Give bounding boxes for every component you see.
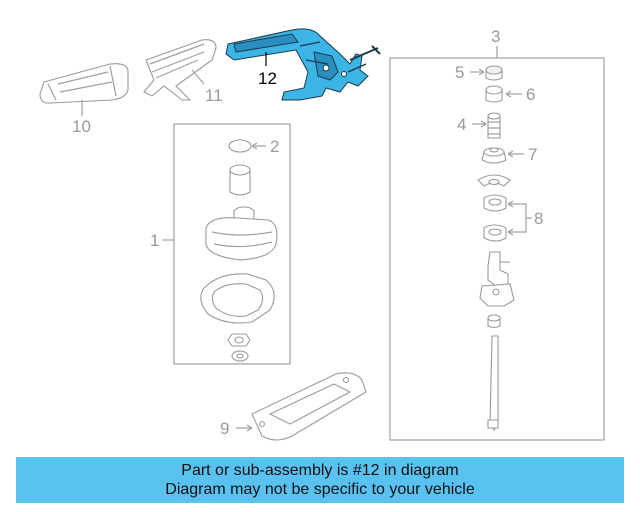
part-bezel-plate[interactable] (200, 273, 275, 324)
part-small-bushing[interactable] (487, 314, 501, 329)
part-12-parking-brake-lever[interactable] (225, 28, 381, 101)
callout-2: 2 (270, 137, 279, 156)
callout-4: 4 (457, 115, 466, 134)
callout-7: 7 (528, 145, 537, 164)
part-8-bushing-upper[interactable] (483, 194, 507, 212)
callout-9: 9 (220, 419, 229, 438)
arrow-7 (507, 150, 514, 158)
part-washer[interactable] (231, 350, 249, 362)
part-shift-lever-joint[interactable] (479, 251, 515, 307)
arrow-5 (478, 68, 485, 76)
callout-11: 11 (205, 86, 223, 105)
part-clip[interactable] (477, 174, 511, 187)
group-box-1 (173, 123, 291, 365)
part-shift-knob[interactable] (229, 164, 251, 196)
leader-11 (191, 69, 205, 85)
part-9-gasket[interactable] (251, 372, 367, 441)
arrow-9 (246, 424, 253, 432)
part-7-collar[interactable] (481, 147, 507, 164)
callout-8: 8 (534, 209, 543, 228)
part-10-handle-grip[interactable] (39, 63, 129, 104)
info-banner: Part or sub-assembly is #12 in diagram D… (16, 457, 624, 503)
part-boot-assembly[interactable] (205, 206, 278, 261)
banner-line-1: Part or sub-assembly is #12 in diagram (181, 462, 459, 479)
callout-1: 1 (150, 231, 159, 250)
parts-diagram: 10 11 12 1 2 (39, 27, 605, 441)
arrow-2 (251, 142, 258, 150)
bracket-8 (508, 203, 532, 233)
part-8-bushing-lower[interactable] (483, 224, 507, 242)
part-shift-rod[interactable] (487, 335, 499, 431)
part-2-ring[interactable] (228, 139, 252, 153)
arrow-4 (480, 120, 487, 128)
part-nut[interactable] (227, 333, 251, 347)
callout-5: 5 (455, 63, 464, 82)
part-11-lever-boot[interactable] (143, 39, 217, 101)
callout-12: 12 (258, 69, 277, 88)
callout-10: 10 (72, 117, 91, 136)
arrows-8 (507, 200, 514, 236)
callout-3: 3 (491, 27, 500, 46)
part-5-bushing[interactable] (485, 65, 503, 81)
part-6-bushing[interactable] (485, 85, 503, 103)
part-4-spring[interactable] (487, 112, 501, 139)
callout-6: 6 (526, 85, 535, 104)
banner-line-2: Diagram may not be specific to your vehi… (165, 481, 475, 498)
arrow-6 (505, 90, 512, 98)
